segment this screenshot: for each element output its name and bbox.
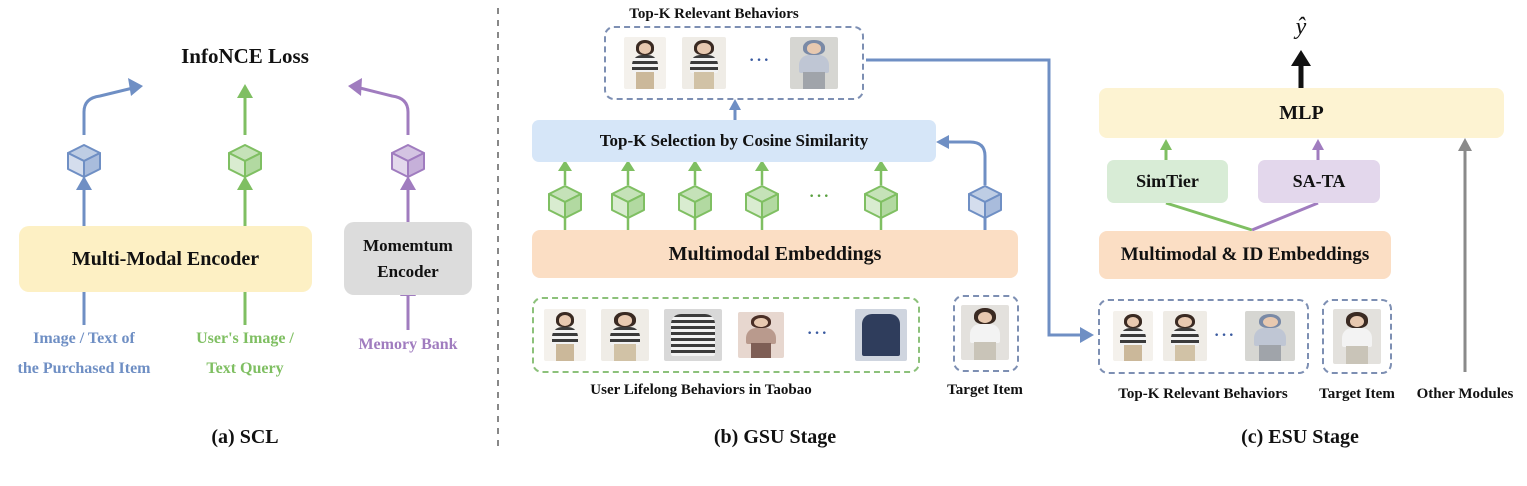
esu-output-arrowhead xyxy=(1291,50,1311,66)
lifelong-thumb-2 xyxy=(601,309,649,361)
momentum-encoder-line1: Momemtum xyxy=(363,235,453,255)
esu-topk-thumb-1 xyxy=(1113,311,1153,361)
scl-query-loss-arrowhead xyxy=(237,84,253,98)
scl-memory-cube-icon-face xyxy=(407,152,425,178)
scl-memory-path xyxy=(359,86,410,330)
gsu-topk-thumb-3 xyxy=(790,37,838,89)
user-lifelong-behaviors-box xyxy=(532,297,920,373)
gsu-behavior-cube-icon-3 xyxy=(678,185,712,219)
gsu-topk-thumb-1 xyxy=(624,37,666,89)
esu-topk-label: Top-K Relevant Behaviors xyxy=(1118,386,1288,402)
output-y-hat: ŷ xyxy=(1295,14,1307,40)
gsu-topk-thumb-2 xyxy=(682,37,726,89)
scl-item-cube-icon xyxy=(67,144,101,178)
esu-topk-thumb-3 xyxy=(1245,311,1295,361)
gsu-topk-behaviors-box xyxy=(604,26,864,100)
scl-query-cube-icon-face xyxy=(244,152,262,178)
multimodal-id-embeddings-box: Multimodal & ID Embeddings xyxy=(1099,231,1391,279)
esu-embed-to-sata xyxy=(1251,201,1319,232)
esu-topk-behaviors-box xyxy=(1098,299,1309,374)
scl-item-path xyxy=(82,86,134,325)
esu-target-thumb xyxy=(1333,309,1381,364)
gsu-target-item-label: Target Item xyxy=(947,382,1023,398)
scl-item-cube-arrowhead xyxy=(76,176,92,190)
gsu-behavior-cube-icon-5-face xyxy=(880,193,898,219)
esu-embed-to-simtier xyxy=(1165,201,1253,232)
gsu-target-path xyxy=(946,140,987,230)
esu-topk-ellipsis: ··· xyxy=(1213,322,1235,347)
lifelong-thumb-5 xyxy=(855,309,907,361)
lifelong-thumb-4 xyxy=(738,312,784,358)
gsu-behavior-cube-icon-1-face xyxy=(564,193,582,219)
lifelong-thumb-1 xyxy=(544,309,586,361)
momentum-encoder-line2: Encoder xyxy=(377,261,439,281)
gsu-target-arrowhead xyxy=(936,135,949,149)
gsu-behavior-cube-icon-1 xyxy=(548,185,582,219)
scl-memory-cube-arrowhead xyxy=(400,176,416,190)
scl-caption: (a) SCL xyxy=(211,426,279,448)
esu-sata-arrowhead xyxy=(1312,139,1324,150)
lifelong-ellipsis: ··· xyxy=(806,320,828,345)
scl-query-cube-arrowhead xyxy=(237,176,253,190)
scl-memory-arrowhead xyxy=(348,78,362,96)
gsu-topk-title: Top-K Relevant Behaviors xyxy=(629,6,799,22)
gsu-behavior-cube-icon-3-face xyxy=(694,193,712,219)
purchased-item-input-label: Image / Text of the Purchased Item xyxy=(0,324,168,384)
gsu-target-thumb xyxy=(961,305,1009,360)
memory-bank-label: Memory Bank xyxy=(358,336,458,353)
scl-item-cube-icon-face xyxy=(83,152,101,178)
esu-simtier-arrowhead xyxy=(1160,139,1172,150)
gsu-target-cube-icon-face xyxy=(984,193,1002,219)
purchased-item-line1: Image / Text of xyxy=(33,330,135,347)
gsu-behavior-cube-icon-4-face xyxy=(761,193,779,219)
gsu-behavior-cube-icon-4 xyxy=(745,185,779,219)
cube-layer xyxy=(67,144,1002,219)
lifelong-thumb-3 xyxy=(664,309,722,361)
gsu-embedding-arrowheads xyxy=(558,160,888,171)
gsu-caption: (b) GSU Stage xyxy=(713,426,837,448)
momentum-encoder-box: Momemtum Encoder xyxy=(344,222,472,295)
esu-target-item-box xyxy=(1322,299,1392,374)
esu-caption: (c) ESU Stage xyxy=(1241,426,1359,448)
gsu-to-esu-arrowhead xyxy=(1080,327,1094,343)
lifelong-behaviors-label: User Lifelong Behaviors in Taobao xyxy=(590,382,812,398)
multi-modal-encoder-box: Multi-Modal Encoder xyxy=(19,226,312,292)
scl-query-cube-icon xyxy=(228,144,262,178)
infonce-loss-label: InfoNCE Loss xyxy=(181,44,309,68)
gsu-to-esu-connector xyxy=(866,58,1082,337)
gsu-target-cube-icon xyxy=(968,185,1002,219)
user-query-line1: User's Image / xyxy=(196,330,294,347)
gsu-target-item-box xyxy=(953,295,1019,372)
scl-memory-cube-icon xyxy=(391,144,425,178)
mlp-box: MLP xyxy=(1099,88,1504,138)
gsu-behavior-cube-icon-2 xyxy=(611,185,645,219)
purchased-item-line2: the Purchased Item xyxy=(17,360,151,377)
sata-box: SA-TA xyxy=(1258,160,1380,203)
gsu-behavior-cube-icon-2-face xyxy=(627,193,645,219)
gsu-selection-arrowhead xyxy=(729,99,741,110)
simtier-box: SimTier xyxy=(1107,160,1228,203)
user-query-line2: Text Query xyxy=(206,360,284,377)
esu-topk-thumb-2 xyxy=(1163,311,1207,361)
other-modules-label: Other Modules xyxy=(1416,386,1514,402)
topk-selection-box: Top-K Selection by Cosine Similarity xyxy=(532,120,936,162)
esu-target-item-label: Target Item xyxy=(1319,386,1395,402)
esu-other-modules-arrowhead xyxy=(1458,138,1472,151)
gsu-multimodal-embeddings-box: Multimodal Embeddings xyxy=(532,230,1018,278)
gsu-behavior-cube-icon-5 xyxy=(864,185,898,219)
scl-item-arrowhead xyxy=(128,78,143,96)
gsu-topk-ellipsis: ··· xyxy=(748,47,770,72)
gsu-cube-ellipsis: ··· xyxy=(808,183,830,208)
user-query-input-label: User's Image / Text Query xyxy=(180,324,310,384)
